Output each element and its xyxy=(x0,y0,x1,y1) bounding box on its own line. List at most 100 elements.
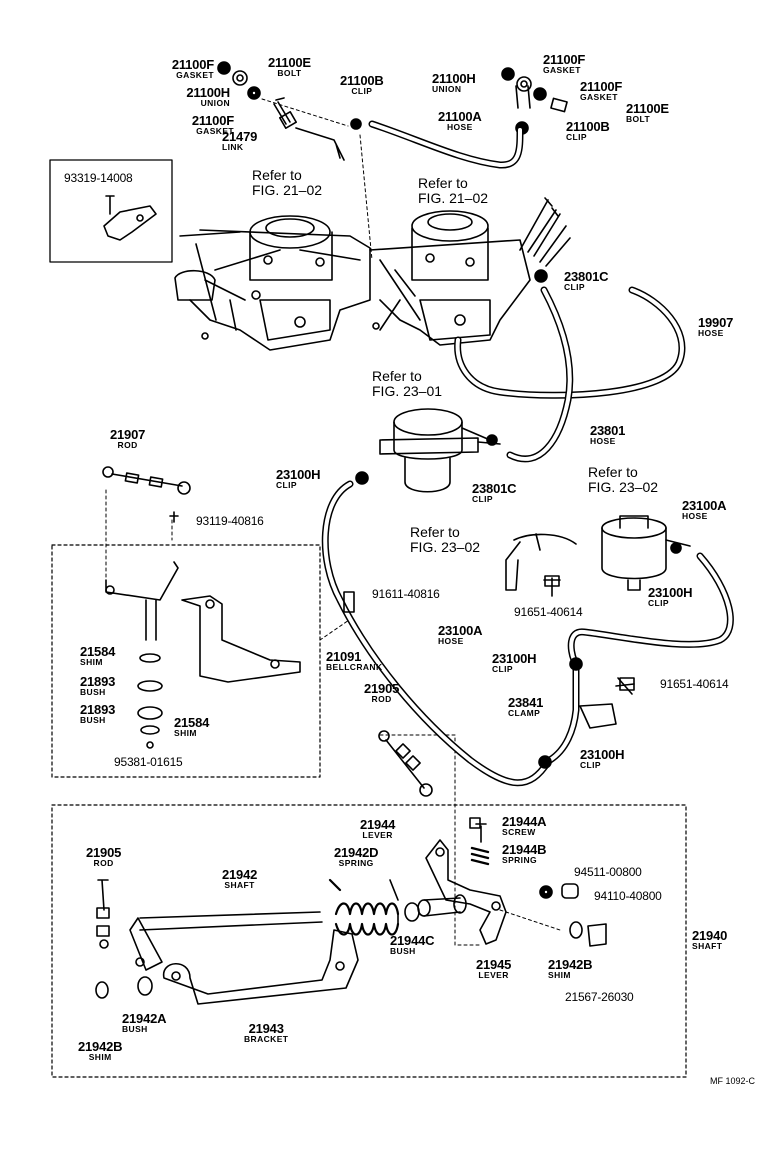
shaft-group-parts xyxy=(95,817,607,1005)
part-name: SHIM xyxy=(174,728,197,738)
part-label-95381-01615: 95381-01615 xyxy=(114,756,183,768)
fuel-pump xyxy=(355,408,501,493)
figure-code: MF 1092-C xyxy=(710,1076,756,1086)
part-name: LEVER xyxy=(362,830,393,840)
part-name: BOLT xyxy=(277,68,302,78)
part-name: LEVER xyxy=(478,970,509,980)
part-number: 21893 xyxy=(80,674,116,689)
part-number: 91651-40614 xyxy=(660,677,729,691)
part-number: 21584 xyxy=(174,715,210,730)
reference-note-fig-23-02-left: Refer to FIG. 23–02 xyxy=(410,525,480,554)
part-number: 21100B xyxy=(340,73,384,88)
part-number: 21942B xyxy=(78,1039,123,1054)
part-number: 21942A xyxy=(122,1011,167,1026)
rod-21905-upper xyxy=(378,730,433,797)
part-number: 23100A xyxy=(682,498,727,513)
part-number: 21100H xyxy=(186,85,230,100)
part-number: 21100F xyxy=(191,113,234,128)
bracket-93319 xyxy=(103,195,157,241)
part-number: 21479 xyxy=(222,129,258,144)
part-number: 21893 xyxy=(80,702,116,717)
part-number: 21567-26030 xyxy=(565,990,634,1004)
reference-figure: FIG. 21–02 xyxy=(418,189,489,206)
part-name: CLIP xyxy=(472,494,493,504)
part-name: CLAMP xyxy=(508,708,541,718)
part-number: 23100H xyxy=(276,467,321,482)
part-name: BRACKET xyxy=(244,1034,289,1044)
part-number: 23100H xyxy=(648,585,693,600)
part-number: 21942 xyxy=(222,867,258,882)
part-name: CLIP xyxy=(276,480,297,490)
part-name: BUSH xyxy=(80,715,106,725)
part-label-93119-40816: 93119-40816 xyxy=(196,515,264,527)
part-number: 94511-00800 xyxy=(574,865,642,879)
part-name: HOSE xyxy=(446,122,473,132)
part-name: CLIP xyxy=(648,598,669,608)
part-number: 23801 xyxy=(590,423,626,438)
part-number: 21100B xyxy=(566,119,610,134)
part-name: GASKET xyxy=(196,126,234,136)
part-label-91611-40816: 91611-40816 xyxy=(372,588,440,600)
part-name: SHAFT xyxy=(692,941,723,951)
part-number: 21944A xyxy=(502,814,547,829)
top-fittings xyxy=(217,61,568,161)
part-number: 21100H xyxy=(432,71,476,86)
part-number: 21942D xyxy=(334,845,379,860)
part-number: 21942B xyxy=(548,957,593,972)
box-93319 xyxy=(49,159,173,263)
part-number: 21100F xyxy=(580,79,623,94)
part-number: 21091 xyxy=(326,649,362,664)
part-name: BUSH xyxy=(122,1024,148,1034)
part-number: 21945 xyxy=(476,957,512,972)
part-name: SHAFT xyxy=(224,880,255,890)
box-bellcrank-group xyxy=(51,544,321,778)
part-number: 21584 xyxy=(80,644,116,659)
bracket-fig-23-02 xyxy=(505,533,577,591)
part-label-93319-14008: 93319-14008 xyxy=(64,172,133,184)
part-name: BUSH xyxy=(80,687,106,697)
part-name: HOSE xyxy=(438,636,464,646)
part-name: BOLT xyxy=(626,114,651,124)
part-number: 21940 xyxy=(692,928,728,943)
hose-23801 xyxy=(506,286,574,463)
part-number: 23801C xyxy=(564,269,609,284)
part-number: 21944B xyxy=(502,842,547,857)
part-number: 21100F xyxy=(171,57,214,72)
part-label-94110-40800: 94110-40800 xyxy=(594,890,662,902)
part-number: 21905 xyxy=(364,681,400,696)
box-shaft-group xyxy=(51,804,687,1078)
part-name: CLIP xyxy=(351,86,373,96)
part-name: SHIM xyxy=(88,1052,112,1062)
reference-figure: FIG. 23–02 xyxy=(588,478,659,495)
reference-text: Refer to xyxy=(588,464,638,480)
part-number: 21943 xyxy=(248,1021,284,1036)
part-name: SCREW xyxy=(502,827,536,837)
part-name: SHIM xyxy=(548,970,571,980)
